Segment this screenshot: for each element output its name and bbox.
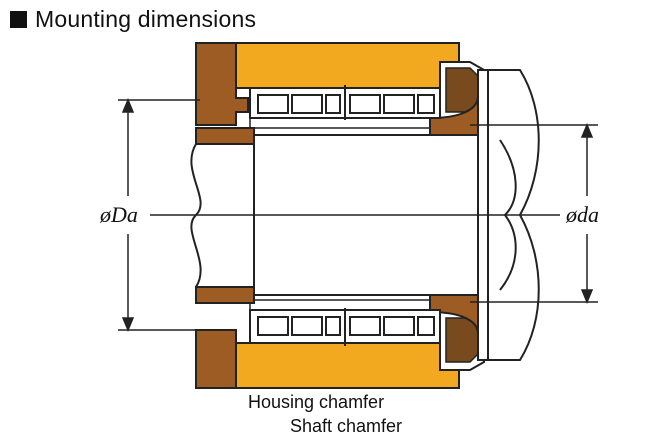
outer-ring-upper [235,42,460,89]
title-row: Mounting dimensions [10,6,256,33]
housing-step-lower [195,286,255,304]
shaft-chamfer-label: Shaft chamfer [290,416,403,436]
housing-step-upper [195,127,255,145]
page-title: Mounting dimensions [35,6,257,32]
dim-Da [118,98,200,332]
roller-row-lower [249,308,441,346]
outer-ring-lower [235,342,460,389]
housing-chamfer-label: Housing chamfer [248,392,385,412]
roller-row-upper [249,85,441,120]
shaft-diameter-label: øda [565,202,599,227]
bullet-square-icon [10,11,27,28]
housing-diameter-label: øDa [99,202,138,227]
dim-da [470,123,598,304]
